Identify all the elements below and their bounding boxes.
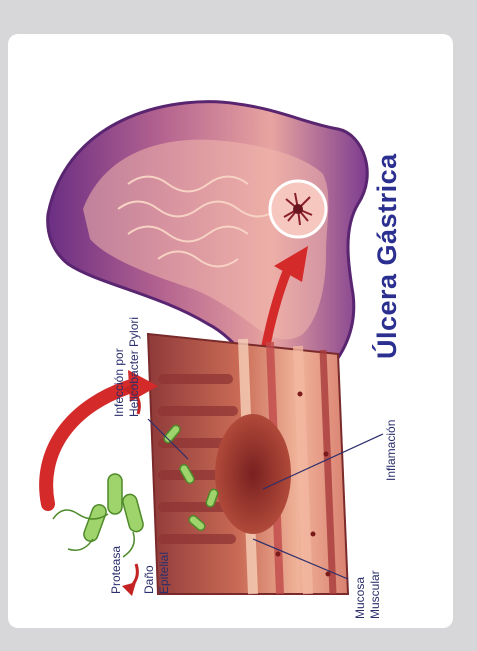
label-muscular: Muscular: [368, 570, 382, 619]
illustration-card: Úlcera Gástrica Infección por Helicobact…: [8, 34, 453, 628]
label-proteasa: Proteasa: [109, 546, 123, 594]
label-infeccion-line2: Helicobacter Pylori: [127, 317, 141, 417]
label-inflamacion: Inflamación: [384, 420, 398, 481]
protease-arrow: [46, 370, 158, 504]
label-dano-line2: Epitelial: [157, 552, 171, 594]
label-dano-line1: Daño: [142, 565, 156, 594]
diagram-title: Úlcera Gástrica: [372, 153, 403, 359]
label-mucosa: Mucosa: [353, 577, 367, 619]
label-infeccion-line1: Infección por: [112, 348, 126, 417]
ulcer-highlight: [270, 181, 326, 237]
